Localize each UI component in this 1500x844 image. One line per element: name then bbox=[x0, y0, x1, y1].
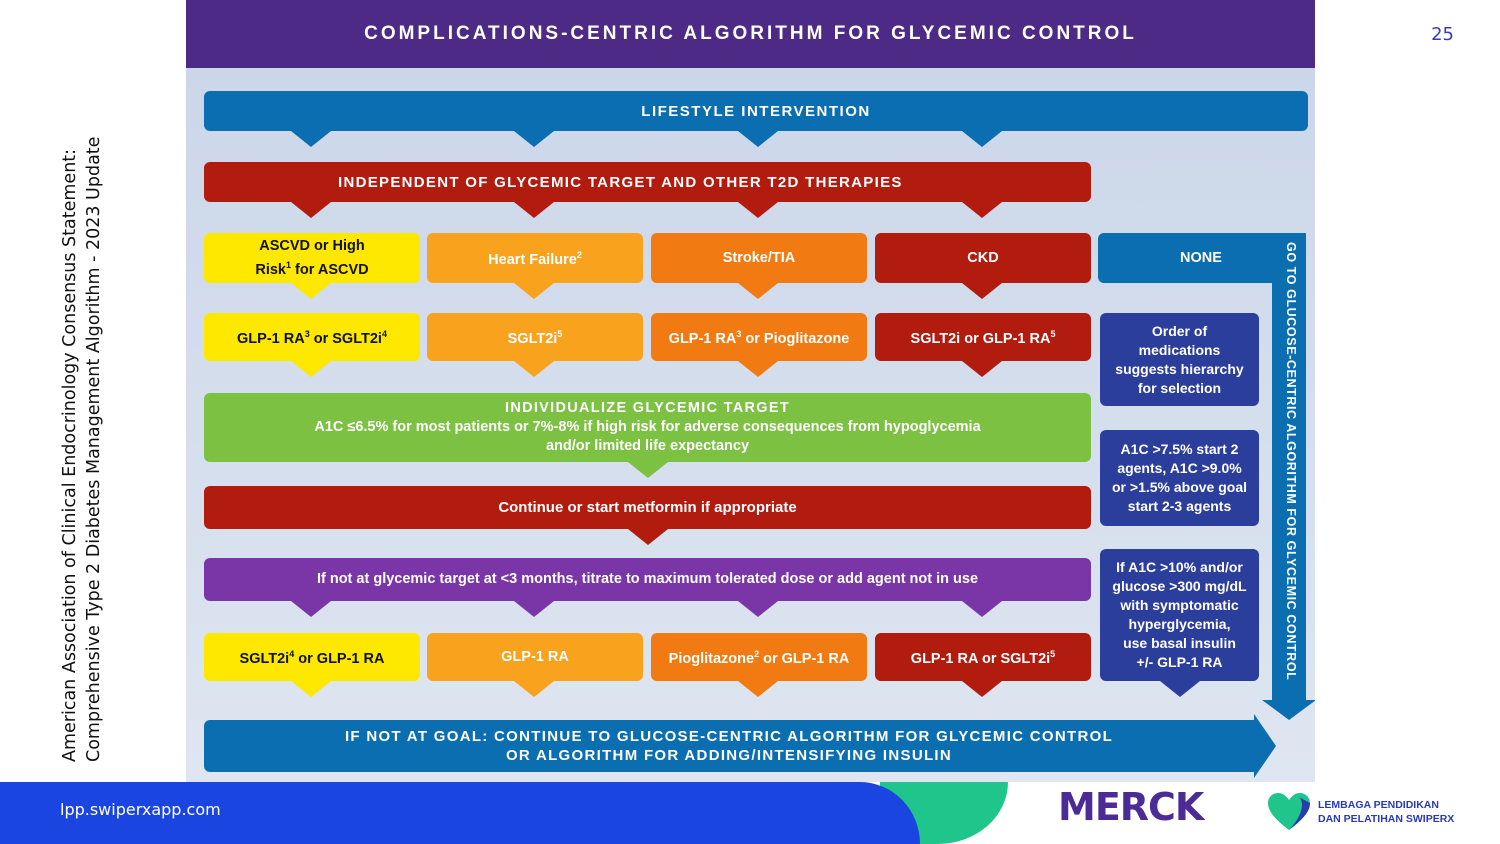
metformin-bar: Continue or start metformin if appropria… bbox=[204, 486, 1091, 529]
independent-bar: INDEPENDENT OF GLYCEMIC TARGET AND OTHER… bbox=[204, 162, 1091, 202]
individualize-target: INDIVIDUALIZE GLYCEMIC TARGET A1C ≤6.5% … bbox=[204, 393, 1091, 462]
condition-ascvd-line1: ASCVD or High bbox=[259, 237, 365, 254]
heart-icon bbox=[1268, 793, 1310, 830]
arrow-down-icon bbox=[738, 681, 778, 697]
arrow-down-icon bbox=[514, 361, 554, 377]
condition-none: NONE bbox=[1098, 233, 1304, 283]
titrate-bar: If not at glycemic target at <3 months, … bbox=[204, 558, 1091, 601]
condition-ascvd: ASCVD or High Risk1 for ASCVD bbox=[204, 233, 420, 283]
figure-title: COMPLICATIONS-CENTRIC ALGORITHM FOR GLYC… bbox=[186, 0, 1315, 68]
individualize-line2: and/or limited life expectancy bbox=[545, 438, 750, 454]
individualize-title: INDIVIDUALIZE GLYCEMIC TARGET bbox=[504, 400, 790, 416]
algorithm-figure: COMPLICATIONS-CENTRIC ALGORITHM FOR GLYC… bbox=[186, 0, 1315, 782]
arrow-right-icon bbox=[1254, 714, 1276, 778]
condition-heart-failure: Heart Failure2 bbox=[427, 233, 643, 283]
arrow-down-icon bbox=[514, 601, 554, 617]
arrow-down-icon bbox=[738, 601, 778, 617]
arrow-down-icon bbox=[291, 131, 331, 147]
footer-url[interactable]: lpp.swiperxapp.com bbox=[60, 800, 221, 819]
bottom-goal-bar: IF NOT AT GOAL: CONTINUE TO GLUCOSE-CENT… bbox=[204, 720, 1254, 772]
arrow-down-icon bbox=[628, 529, 668, 545]
arrow-down-icon bbox=[738, 283, 778, 299]
merck-logo: MERCK bbox=[1058, 785, 1204, 829]
swiperx-logo: LEMBAGA PENDIDIKAN DAN PELATIHAN SWIPERX bbox=[1266, 790, 1476, 834]
swiperx-logo-text: LEMBAGA PENDIDIKAN DAN PELATIHAN SWIPERX bbox=[1318, 799, 1455, 825]
arrow-down-icon bbox=[962, 601, 1002, 617]
arrow-down-icon bbox=[291, 283, 331, 299]
arrow-down-icon bbox=[962, 202, 1002, 218]
therapy-1-stroke: GLP-1 RA3 or Pioglitazone bbox=[651, 313, 867, 361]
therapy-1-heart-failure: SGLT2i5 bbox=[427, 313, 643, 361]
arrow-down-icon bbox=[628, 462, 668, 478]
condition-ckd: CKD bbox=[875, 233, 1091, 283]
footer-blue-shape bbox=[0, 782, 920, 844]
caption-line-2: Comprehensive Type 2 Diabetes Management… bbox=[84, 136, 104, 762]
caption-line-1: American Association of Clinical Endocri… bbox=[60, 148, 80, 762]
arrow-down-icon bbox=[291, 361, 331, 377]
therapy-2-heart-failure: GLP-1 RA bbox=[427, 633, 643, 681]
arrow-down-icon bbox=[962, 681, 1002, 697]
arrow-down-icon bbox=[738, 131, 778, 147]
arrow-down-icon bbox=[291, 601, 331, 617]
arrow-down-icon bbox=[291, 202, 331, 218]
page-number: 25 bbox=[1431, 24, 1454, 45]
condition-ascvd-line2: Risk1 for ASCVD bbox=[255, 259, 369, 278]
arrow-down-icon bbox=[738, 202, 778, 218]
arrow-down-icon bbox=[1160, 681, 1200, 697]
vertical-connector bbox=[1272, 233, 1306, 703]
arrow-down-icon bbox=[962, 131, 1002, 147]
arrow-down-icon bbox=[291, 681, 331, 697]
arrow-down-icon bbox=[962, 283, 1002, 299]
therapy-1-ckd: SGLT2i or GLP-1 RA5 bbox=[875, 313, 1091, 361]
arrow-down-icon bbox=[738, 361, 778, 377]
arrow-down-icon bbox=[514, 202, 554, 218]
bottom-line-1: IF NOT AT GOAL: CONTINUE TO GLUCOSE-CENT… bbox=[344, 728, 1114, 745]
condition-stroke: Stroke/TIA bbox=[651, 233, 867, 283]
therapy-1-ascvd: GLP-1 RA3 or SGLT2i4 bbox=[204, 313, 420, 361]
lifestyle-bar: LIFESTYLE INTERVENTION bbox=[204, 91, 1308, 131]
arrow-down-icon bbox=[962, 361, 1002, 377]
arrow-down-icon bbox=[514, 681, 554, 697]
arrow-down-icon bbox=[514, 283, 554, 299]
vertical-label: GO TO GLUCOSE-CENTRIC ALGORITHM FOR GLYC… bbox=[1284, 242, 1298, 681]
side-caption: American Association of Clinical Endocri… bbox=[58, 72, 106, 762]
individualize-line1: A1C ≤6.5% for most patients or 7%-8% if … bbox=[314, 419, 981, 435]
arrow-down-icon bbox=[514, 131, 554, 147]
bottom-line-2: OR ALGORITHM FOR ADDING/INTENSIFYING INS… bbox=[505, 747, 953, 764]
therapy-2-stroke: Pioglitazone2 or GLP-1 RA bbox=[651, 633, 867, 681]
therapy-2-ascvd: SGLT2i4 or GLP-1 RA bbox=[204, 633, 420, 681]
therapy-2-ckd: GLP-1 RA or SGLT2i5 bbox=[875, 633, 1091, 681]
